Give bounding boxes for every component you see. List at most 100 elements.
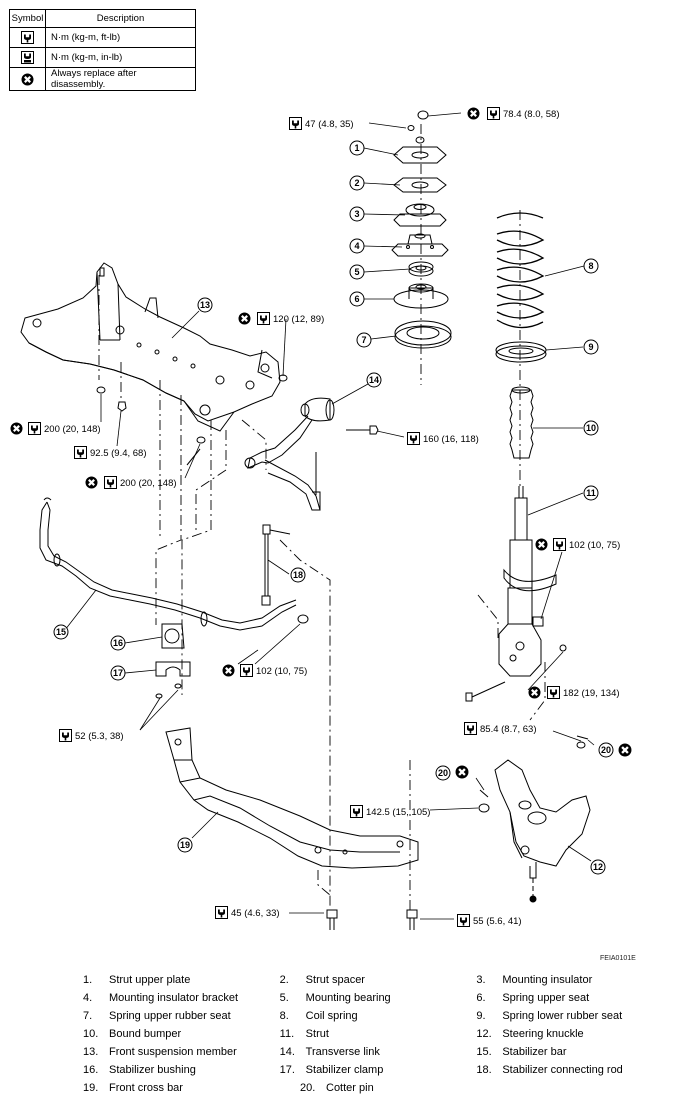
svg-text:14: 14 — [369, 375, 379, 385]
assembly-lines — [98, 124, 546, 910]
part-label: Strut upper plate — [109, 974, 191, 986]
front-cross-bar — [165, 727, 419, 869]
legend-row-inlb: N·m (kg-m, in-lb) — [45, 47, 196, 68]
torque-wrench-small-icon — [21, 51, 34, 64]
part-label: Steering knuckle — [502, 1028, 584, 1040]
part-number: 16. — [83, 1064, 99, 1076]
torque-182: 182 (19, 134) — [528, 686, 620, 699]
torque-specs: 47 (4.8, 35) 78.4 (8.0, 58) 120 (12, 89)… — [10, 107, 620, 927]
steering-knuckle — [494, 759, 591, 903]
part-label: Front cross bar — [109, 1082, 183, 1094]
callout-16: 16 — [110, 635, 126, 651]
torque-102-strut: 102 (10, 75) — [535, 538, 620, 551]
part-number: 15. — [476, 1046, 492, 1058]
list-item: 2.Strut spacer — [280, 974, 477, 986]
svg-text:52 (5.3, 38): 52 (5.3, 38) — [75, 731, 124, 742]
callout-9: 9 — [583, 339, 599, 355]
stabilizer-bushing — [161, 623, 185, 649]
torque-52: 52 (5.3, 38) — [59, 729, 124, 742]
svg-text:17: 17 — [113, 668, 123, 678]
always-replace-icon — [455, 765, 469, 779]
callout-2: 2 — [349, 175, 365, 191]
list-item: 20.Cotter pin — [300, 1082, 517, 1094]
part-number: 18. — [476, 1064, 492, 1076]
list-item: 1.Strut upper plate — [83, 974, 280, 986]
part-label: Bound bumper — [109, 1028, 182, 1040]
spring-lower-rubber-seat — [495, 341, 547, 363]
part-number: 17. — [279, 1064, 295, 1076]
callout-8: 8 — [583, 258, 599, 274]
coil-spring — [496, 212, 545, 329]
svg-text:200 (20, 148): 200 (20, 148) — [120, 478, 177, 489]
svg-text:13: 13 — [200, 300, 210, 310]
torque-200-lower: 200 (20, 148) — [85, 476, 177, 489]
list-item: 4.Mounting insulator bracket — [83, 992, 280, 1004]
part-number: 13. — [83, 1046, 99, 1058]
callout-12: 12 — [590, 859, 606, 875]
part-number: 10. — [83, 1028, 99, 1040]
list-item: 9.Spring lower rubber seat — [476, 1010, 673, 1022]
torque-78: 78.4 (8.0, 58) — [467, 107, 560, 120]
spring-upper-rubber-seat — [394, 320, 452, 349]
legend-row-ftlb: N·m (kg-m, ft-lb) — [45, 27, 196, 48]
svg-text:1: 1 — [354, 143, 359, 153]
svg-text:92.5 (9.4, 68): 92.5 (9.4, 68) — [90, 448, 147, 459]
part-number: 11. — [279, 1028, 295, 1040]
torque-142-5: 142.5 (15, 105) — [350, 805, 430, 818]
part-number: 5. — [279, 992, 289, 1004]
torque-47: 47 (4.8, 35) — [289, 117, 354, 130]
svg-text:16: 16 — [113, 638, 123, 648]
list-item: 11. Strut — [280, 1028, 477, 1040]
part-label: Front suspension member — [109, 1046, 237, 1058]
part-label: Strut — [305, 1028, 329, 1040]
callout-15: 15 — [53, 624, 69, 640]
legend-header-symbol: Symbol — [9, 9, 46, 28]
callout-3: 3 — [349, 206, 365, 222]
svg-text:6: 6 — [354, 294, 359, 304]
part-number: 4. — [83, 992, 93, 1004]
strut-spacer — [393, 177, 447, 193]
always-replace-icon — [618, 743, 632, 757]
part-label: Coil spring — [305, 1010, 358, 1022]
svg-text:120 (12, 89): 120 (12, 89) — [273, 314, 324, 325]
svg-text:142.5 (15, 105): 142.5 (15, 105) — [366, 807, 430, 818]
part-label: Spring lower rubber seat — [502, 1010, 623, 1022]
always-replace-icon — [21, 72, 34, 86]
callout-4: 4 — [349, 238, 365, 254]
svg-text:160 (16, 118): 160 (16, 118) — [423, 434, 479, 445]
svg-text:3: 3 — [354, 209, 359, 219]
stabilizer-bar — [39, 497, 297, 631]
legend-table: Symbol Description N·m (kg-m, ft-lb) N·m… — [9, 9, 196, 91]
list-item: 3.Mounting insulator — [476, 974, 673, 986]
cross-bar-bolts — [326, 909, 418, 930]
svg-text:102 (10, 75): 102 (10, 75) — [256, 666, 307, 677]
part-label: Cotter pin — [326, 1082, 374, 1094]
parts-list: 1.Strut upper plate 2.Strut spacer 3.Mou… — [83, 971, 673, 1097]
part-label: Strut spacer — [305, 974, 365, 986]
callout-7: 7 — [356, 332, 372, 348]
part-callouts: 1 2 3 4 5 6 7 8 9 10 11 12 13 14 15 16 1… — [53, 140, 614, 875]
callout-1: 1 — [349, 140, 365, 156]
stabilizer-clamp — [155, 661, 191, 699]
svg-text:2: 2 — [354, 178, 359, 188]
torque-160: 160 (16, 118) — [407, 432, 479, 445]
torque-102-rod: 102 (10, 75) — [222, 664, 307, 677]
callout-6: 6 — [349, 291, 365, 307]
svg-text:10: 10 — [586, 423, 596, 433]
torque-200-upper: 200 (20, 148) — [10, 422, 101, 435]
list-item: 19.Front cross bar — [83, 1082, 300, 1094]
part-number: 8. — [279, 1010, 289, 1022]
callout-20b: 20 — [435, 765, 451, 781]
svg-text:5: 5 — [354, 267, 359, 277]
member-bolts — [96, 374, 288, 466]
svg-text:9: 9 — [588, 342, 593, 352]
strut — [498, 486, 557, 677]
part-label: Spring upper seat — [502, 992, 590, 1004]
part-number: 12. — [476, 1028, 492, 1040]
torque-45: 45 (4.6, 33) — [215, 906, 280, 919]
list-item: 12. Steering knuckle — [476, 1028, 673, 1040]
list-item: 18.Stabilizer connecting rod — [476, 1064, 673, 1076]
list-item: 14.Transverse link — [280, 1046, 477, 1058]
list-item: 10. Bound bumper — [83, 1028, 280, 1040]
